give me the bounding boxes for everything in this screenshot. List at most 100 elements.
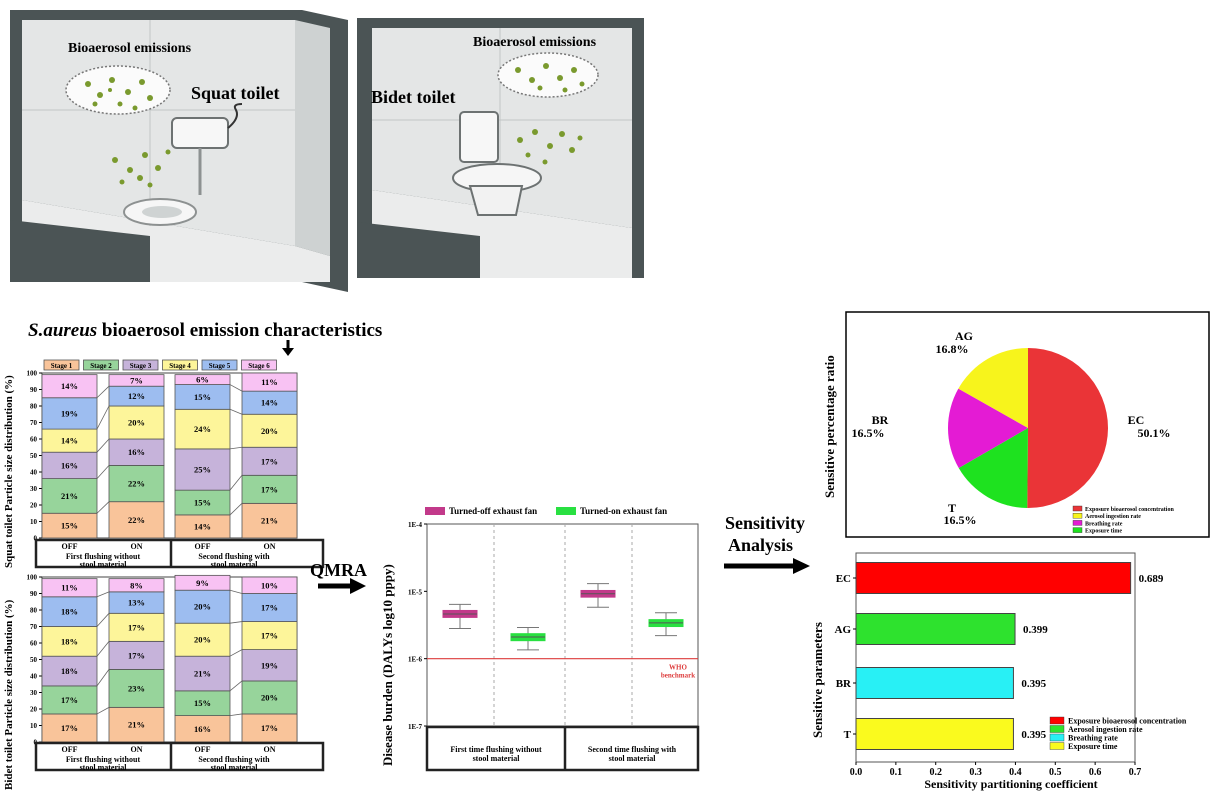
stacked-segment-label: 17% — [261, 631, 278, 641]
stacked-segment-label: 16% — [61, 460, 78, 470]
hbar-x-tick-label: 0.5 — [1049, 767, 1062, 778]
sensitivity-label-line2: Analysis — [728, 535, 793, 555]
stacked-column-label: ON — [264, 542, 276, 551]
boxplot-group-label: stool material — [609, 754, 657, 763]
stacked-bar-segment — [174, 589, 231, 624]
stacked-segment-label: 21% — [194, 669, 211, 679]
stacked-segment-label: 20% — [261, 692, 278, 702]
pie-slice-value: 16.8% — [936, 342, 969, 356]
stacked-group-label: stool material — [211, 763, 259, 772]
stacked-group-label: stool material — [80, 763, 128, 772]
pie-slice-label: T — [948, 501, 956, 515]
pie-slice-value: 50.1% — [1138, 426, 1171, 440]
squat-stacked-ylabel: Squat toilet Particle size distribution … — [3, 375, 15, 568]
pie-legend-label: Aerosol ingestion rate — [1085, 514, 1141, 520]
stacked-connector-line — [96, 613, 110, 627]
squat-bioaerosol-cloud-icon — [65, 65, 171, 115]
bidet-bioaerosol-particles-icon — [515, 63, 585, 165]
stacked-group-label: First flushing without — [66, 552, 141, 561]
stage-legend-swatch — [162, 359, 198, 371]
stacked-y-tick-label: 100 — [27, 574, 38, 582]
pie-slice-label: EC — [1128, 413, 1145, 427]
stacked-connector-line — [229, 475, 243, 491]
stacked-connector-line — [229, 446, 243, 450]
stacked-segment-label: 23% — [128, 683, 145, 693]
boxplot-footer-frame — [425, 725, 700, 772]
pie-slice — [958, 348, 1028, 428]
boxplot-y-label: Disease burden (DALYs log10 pppy) — [380, 564, 395, 766]
stacked-bar-segment — [241, 446, 298, 476]
stacked-group-label: Second flushing with — [198, 552, 270, 561]
stacked-segment-label: 17% — [61, 695, 78, 705]
stacked-bar-segment — [174, 622, 231, 657]
stacked-bar-segment — [108, 438, 165, 466]
stacked-y-tick-label: 50 — [30, 656, 38, 664]
boxplot-group-label: Second time flushing with — [588, 745, 677, 754]
stacked-segment-label: 21% — [128, 720, 145, 730]
sensitivity-label-line1: Sensitivity — [725, 513, 805, 533]
stacked-bar-segment — [174, 448, 231, 491]
stacked-column-label: OFF — [62, 745, 78, 754]
stacked-segment-label: 24% — [194, 424, 211, 434]
stacked-segment-label: 14% — [61, 381, 78, 391]
boxplot-y-tick-label: 1E-4 — [408, 521, 423, 529]
hbar-x-tick-label: 0.0 — [850, 767, 863, 778]
stacked-group-label: stool material — [211, 560, 259, 569]
pie-legend-label: Exposure bioaerosol concentration — [1085, 507, 1174, 513]
stacked-segment-label: 14% — [61, 436, 78, 446]
stacked-bar-segment — [174, 715, 231, 743]
hbar-x-label: Sensitivity partitioning coefficient — [924, 777, 1097, 791]
stacked-bar-segment — [41, 397, 98, 430]
stacked-connector-line — [229, 503, 243, 516]
down-arrow-icon — [282, 340, 294, 356]
squat-toilet-room: Bioaerosol emissions Squat toilet — [10, 10, 348, 292]
stacked-bar-segment — [41, 578, 98, 598]
stage-legend-label: Stage 1 — [51, 362, 73, 370]
pie-slice — [1027, 348, 1108, 508]
hbar-x-tick-label: 0.2 — [929, 767, 942, 778]
stacked-column-label: OFF — [195, 542, 211, 551]
stacked-segment-label: 17% — [61, 723, 78, 733]
stacked-y-tick-label: 0 — [34, 535, 38, 543]
pie-slice-value: 16.5% — [944, 513, 977, 527]
stacked-column-label: OFF — [195, 745, 211, 754]
hbar-legend-swatch — [1049, 725, 1065, 733]
pie-slice-value: 16.5% — [852, 426, 885, 440]
stacked-column-label: ON — [131, 542, 143, 551]
stacked-connector-line — [229, 589, 243, 594]
stacked-segment-label: 17% — [261, 484, 278, 494]
hbar-category-label: AG — [835, 624, 852, 636]
stacked-bar-segment — [241, 576, 298, 594]
qmra-label: QMRA — [310, 560, 367, 580]
pie-slice — [948, 388, 1028, 468]
stacked-connector-line — [96, 385, 110, 399]
hbar-y-label: Sensitive parameters — [810, 622, 825, 738]
stacked-segment-label: 9% — [196, 578, 209, 588]
stacked-group-label: Second flushing with — [198, 755, 270, 764]
hbar-legend-label: Breathing rate — [1068, 734, 1118, 743]
stacked-connector-line — [96, 465, 110, 479]
bidet-toilet-room: Bioaerosol emissions Bidet toilet — [357, 18, 644, 278]
squat-bioaerosol-particles-icon — [85, 77, 171, 188]
squat-emission-label: Bioaerosol emissions — [68, 41, 192, 56]
stacked-segment-label: 19% — [61, 408, 78, 418]
stacked-segment-label: 11% — [61, 583, 78, 593]
pie-slice-label: BR — [872, 413, 889, 427]
hbar-x-tick-label: 0.7 — [1129, 767, 1142, 778]
hbar-legend-swatch — [1049, 716, 1065, 725]
stacked-connector-line — [229, 649, 243, 657]
stacked-group-label: First flushing without — [66, 755, 141, 764]
stacked-y-tick-label: 90 — [30, 590, 38, 598]
squat-cistern-icon — [171, 117, 229, 149]
boxplot-legend-label: Turned-on exhaust fan — [580, 506, 667, 516]
stacked-segment-label: 18% — [61, 636, 78, 646]
stacked-y-tick-label: 60 — [30, 640, 38, 648]
stage-legend-label: Stage 5 — [209, 362, 231, 370]
stacked-segment-label: 21% — [261, 516, 278, 526]
stacked-segment-label: 22% — [128, 479, 145, 489]
hbar-bar — [855, 667, 1014, 699]
boxplot-legend-swatch — [556, 507, 576, 515]
stacked-segment-label: 17% — [261, 456, 278, 466]
stacked-segment-label: 16% — [194, 724, 211, 734]
